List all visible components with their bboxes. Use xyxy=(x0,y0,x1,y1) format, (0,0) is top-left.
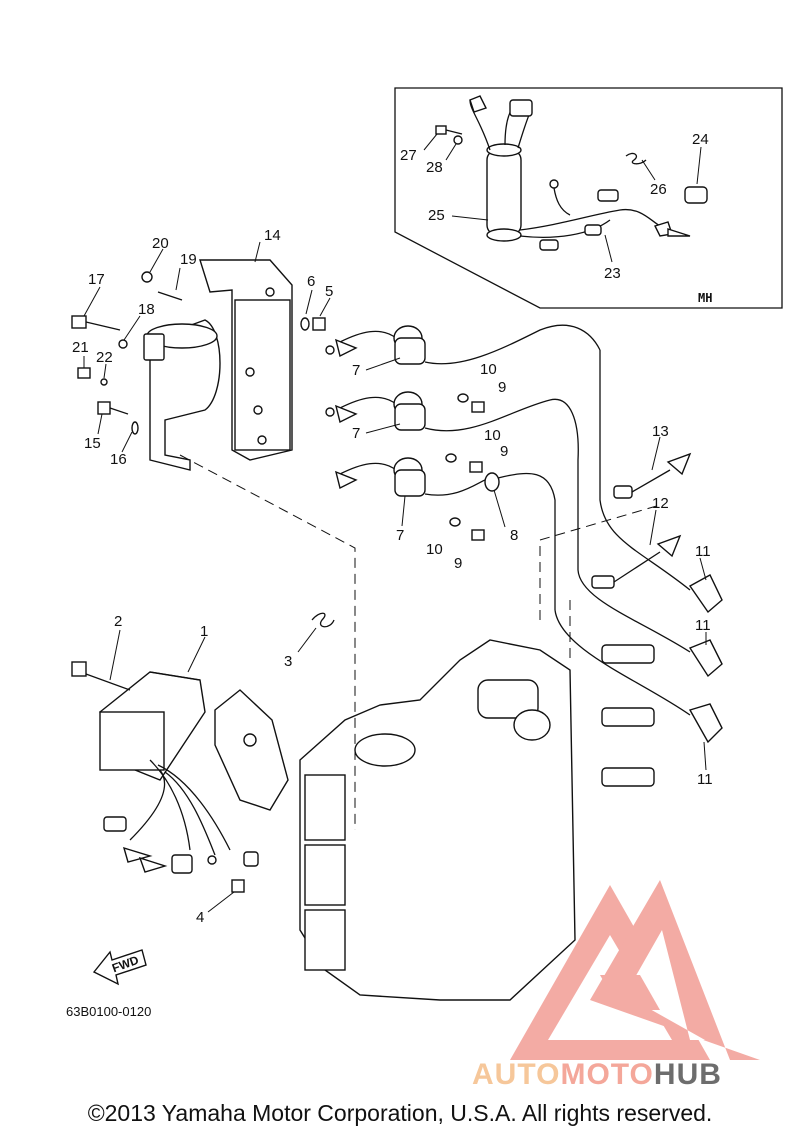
watermark-part-1: AUTO xyxy=(472,1058,561,1091)
callout-7a: 7 xyxy=(352,362,360,379)
callout-13: 13 xyxy=(652,423,669,440)
callout-9c: 9 xyxy=(454,555,462,572)
callout-21: 21 xyxy=(72,339,89,356)
callout-10c: 10 xyxy=(426,541,443,558)
watermark-logo-icon xyxy=(510,880,760,1060)
ignition-coil-2 xyxy=(325,391,579,570)
callout-1: 1 xyxy=(200,623,208,640)
callout-22: 22 xyxy=(96,349,113,366)
fasteners xyxy=(71,271,485,541)
spark-plugs xyxy=(601,644,655,787)
watermark-part-2: MOTO xyxy=(560,1058,654,1091)
fwd-arrow-icon xyxy=(92,949,147,986)
callout-6: 6 xyxy=(307,273,315,290)
copyright-notice: ©2013 Yamaha Motor Corporation, U.S.A. A… xyxy=(87,1100,713,1126)
callout-8: 8 xyxy=(510,527,518,544)
ignition-coil-3 xyxy=(334,457,556,610)
callout-25: 25 xyxy=(428,207,445,224)
spark-plug-lead-12 xyxy=(591,534,682,589)
callout-17: 17 xyxy=(88,271,105,288)
callout-24: 24 xyxy=(692,131,709,148)
callout-11c: 11 xyxy=(697,771,713,788)
part-code: 63B0100-0120 xyxy=(66,1004,151,1019)
ignition-coil-bracket xyxy=(143,259,293,471)
lead-wire-3 xyxy=(554,609,691,716)
callout-12: 12 xyxy=(652,495,669,512)
plug-caps-11 xyxy=(688,574,723,744)
watermark-wordmark: AUTOMOTOHUB xyxy=(472,1058,722,1092)
callout-19: 19 xyxy=(180,251,197,268)
callout-10a: 10 xyxy=(480,361,497,378)
engine-block xyxy=(299,639,576,1001)
callout-11a: 11 xyxy=(695,543,711,560)
watermark-part-3: HUB xyxy=(653,1058,722,1091)
spark-plug-lead-13 xyxy=(613,452,692,499)
clip-icon xyxy=(311,612,335,628)
callout-leaders xyxy=(83,241,707,913)
callout-3: 3 xyxy=(284,653,292,670)
cdi-unit xyxy=(71,661,259,893)
callout-15: 15 xyxy=(84,435,101,452)
pulser-bracket xyxy=(214,689,289,811)
callout-11b: 11 xyxy=(695,617,711,634)
callout-23: 23 xyxy=(604,265,621,282)
hidden-line-2 xyxy=(539,504,661,620)
ignition-coil-1 xyxy=(325,324,601,365)
callout-20: 20 xyxy=(152,235,169,252)
callout-16: 16 xyxy=(110,451,127,468)
callout-28: 28 xyxy=(426,159,443,176)
callout-5: 5 xyxy=(325,283,333,300)
callout-27: 27 xyxy=(400,147,417,164)
callout-7c: 7 xyxy=(396,527,404,544)
callout-18: 18 xyxy=(138,301,155,318)
callout-10b: 10 xyxy=(484,427,501,444)
callout-4: 4 xyxy=(196,909,204,926)
mh-inset xyxy=(394,87,783,309)
lead-wire-1 xyxy=(599,350,691,591)
inset-tag-label: MH xyxy=(698,291,712,305)
callout-14: 14 xyxy=(264,227,281,244)
callout-26: 26 xyxy=(650,181,667,198)
callout-9a: 9 xyxy=(498,379,506,396)
callout-9b: 9 xyxy=(500,443,508,460)
callout-2: 2 xyxy=(114,613,122,630)
hidden-line-1 xyxy=(179,454,356,830)
callout-7b: 7 xyxy=(352,425,360,442)
lead-wire-2 xyxy=(577,569,691,653)
callout-numbers: 1 2 3 4 5 6 7 7 7 8 9 9 9 10 10 10 11 11… xyxy=(72,131,713,926)
